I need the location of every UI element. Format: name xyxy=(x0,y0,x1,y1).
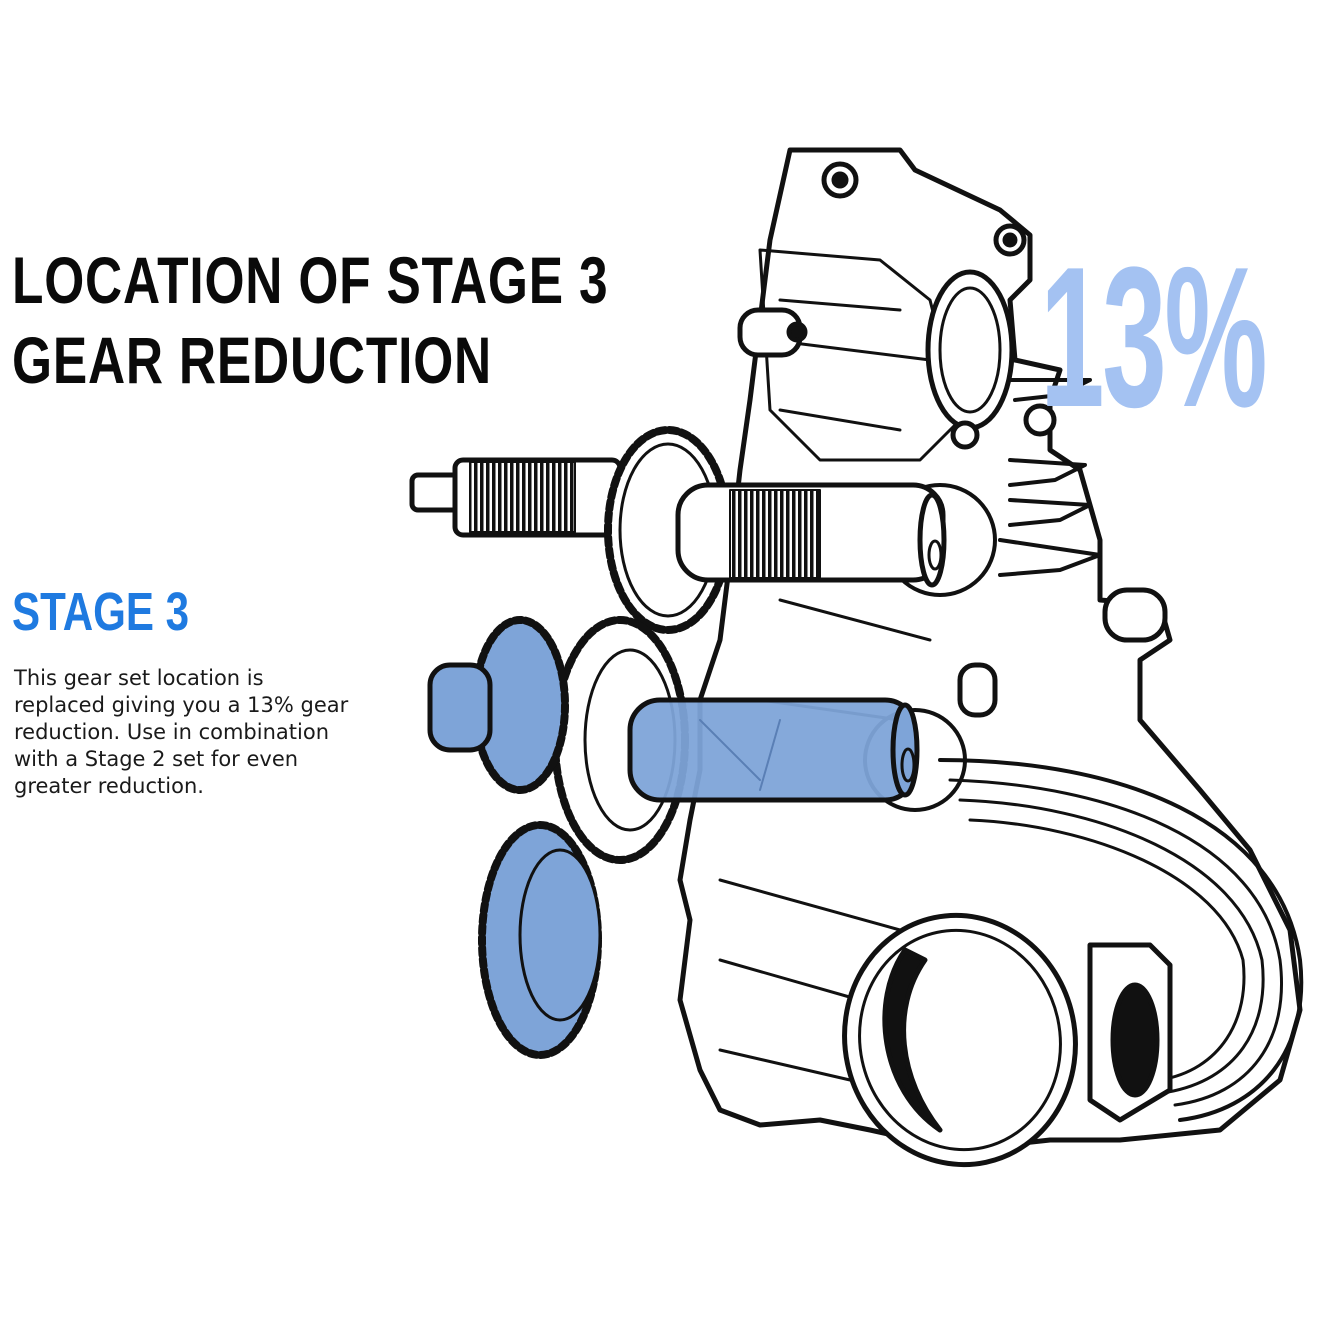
title-line-2: GEAR REDUCTION xyxy=(12,323,492,397)
stage-3-gear-set xyxy=(427,616,602,1059)
stage-description: This gear set location is replaced givin… xyxy=(14,665,414,800)
description-line: greater reduction. xyxy=(14,774,204,798)
description-line: replaced giving you a 13% gear xyxy=(14,693,349,717)
description-line: This gear set location is xyxy=(14,666,264,690)
title-line-1: LOCATION OF STAGE 3 xyxy=(12,243,609,317)
cvt-housing xyxy=(842,758,1304,1168)
page-title: LOCATION OF STAGE 3 GEAR REDUCTION xyxy=(12,240,608,400)
stage-heading: STAGE 3 xyxy=(12,582,190,642)
output-shaft-highlight xyxy=(627,697,920,803)
description-line: with a Stage 2 set for even xyxy=(14,747,299,771)
countershaft xyxy=(675,482,947,588)
input-shaft xyxy=(409,457,623,538)
description-line: reduction. Use in combination xyxy=(14,720,329,744)
reduction-percentage: 13% xyxy=(1040,226,1268,449)
